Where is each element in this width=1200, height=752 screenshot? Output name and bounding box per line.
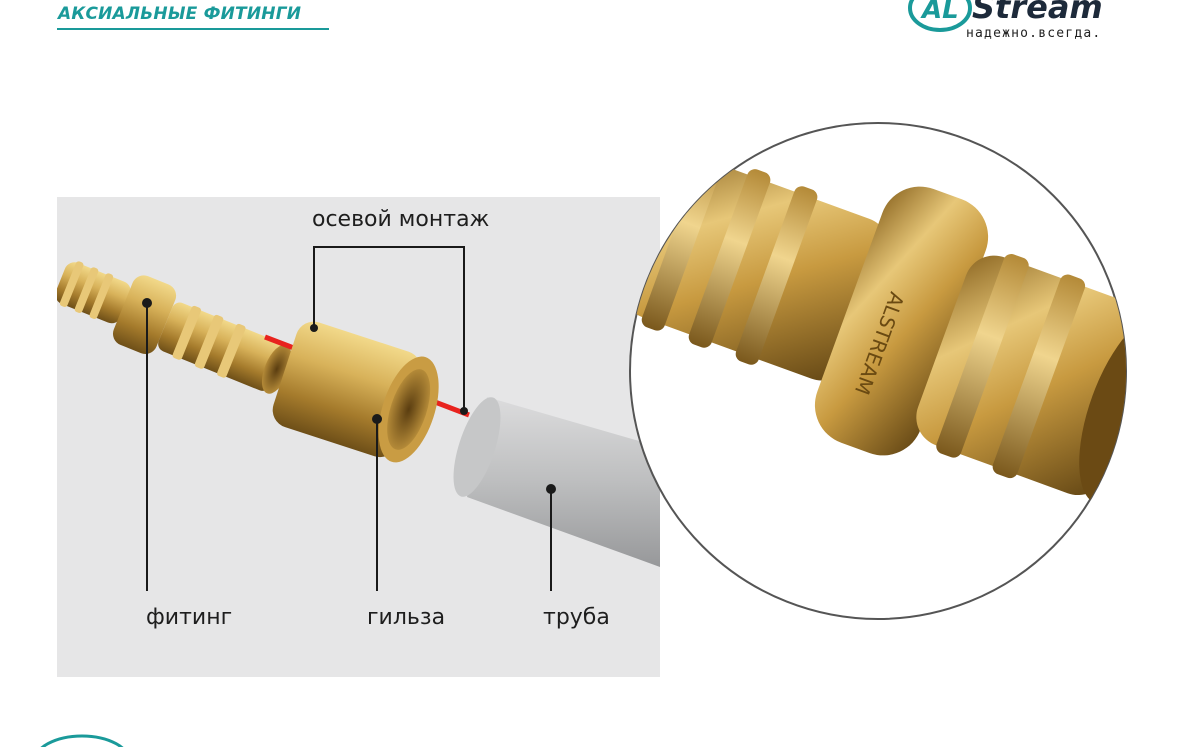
page-title: АКСИАЛЬНЫЕ ФИТИНГИ (58, 4, 302, 24)
fitting-part (57, 261, 292, 394)
axial-mount-bracket (313, 246, 465, 411)
exploded-assembly-diagram (57, 197, 660, 677)
label-sleeve: гильза (367, 605, 446, 630)
logo-tagline: надежно.всегда. (966, 26, 1102, 41)
bottom-logo-fragment (0, 700, 160, 752)
label-pipe: труба (543, 605, 610, 630)
label-fitting: фитинг (146, 605, 233, 630)
svg-text:AL: AL (920, 0, 959, 25)
title-underline (57, 28, 329, 30)
pipe-part (453, 397, 660, 567)
fitting-zoom-view: ALSTREAM (628, 121, 1128, 621)
sleeve-part (272, 321, 439, 463)
svg-text:Stream: Stream (972, 0, 1103, 26)
alstream-logo: AL Stream (900, 0, 1150, 52)
label-axial-mount: осевой монтаж (312, 207, 490, 232)
